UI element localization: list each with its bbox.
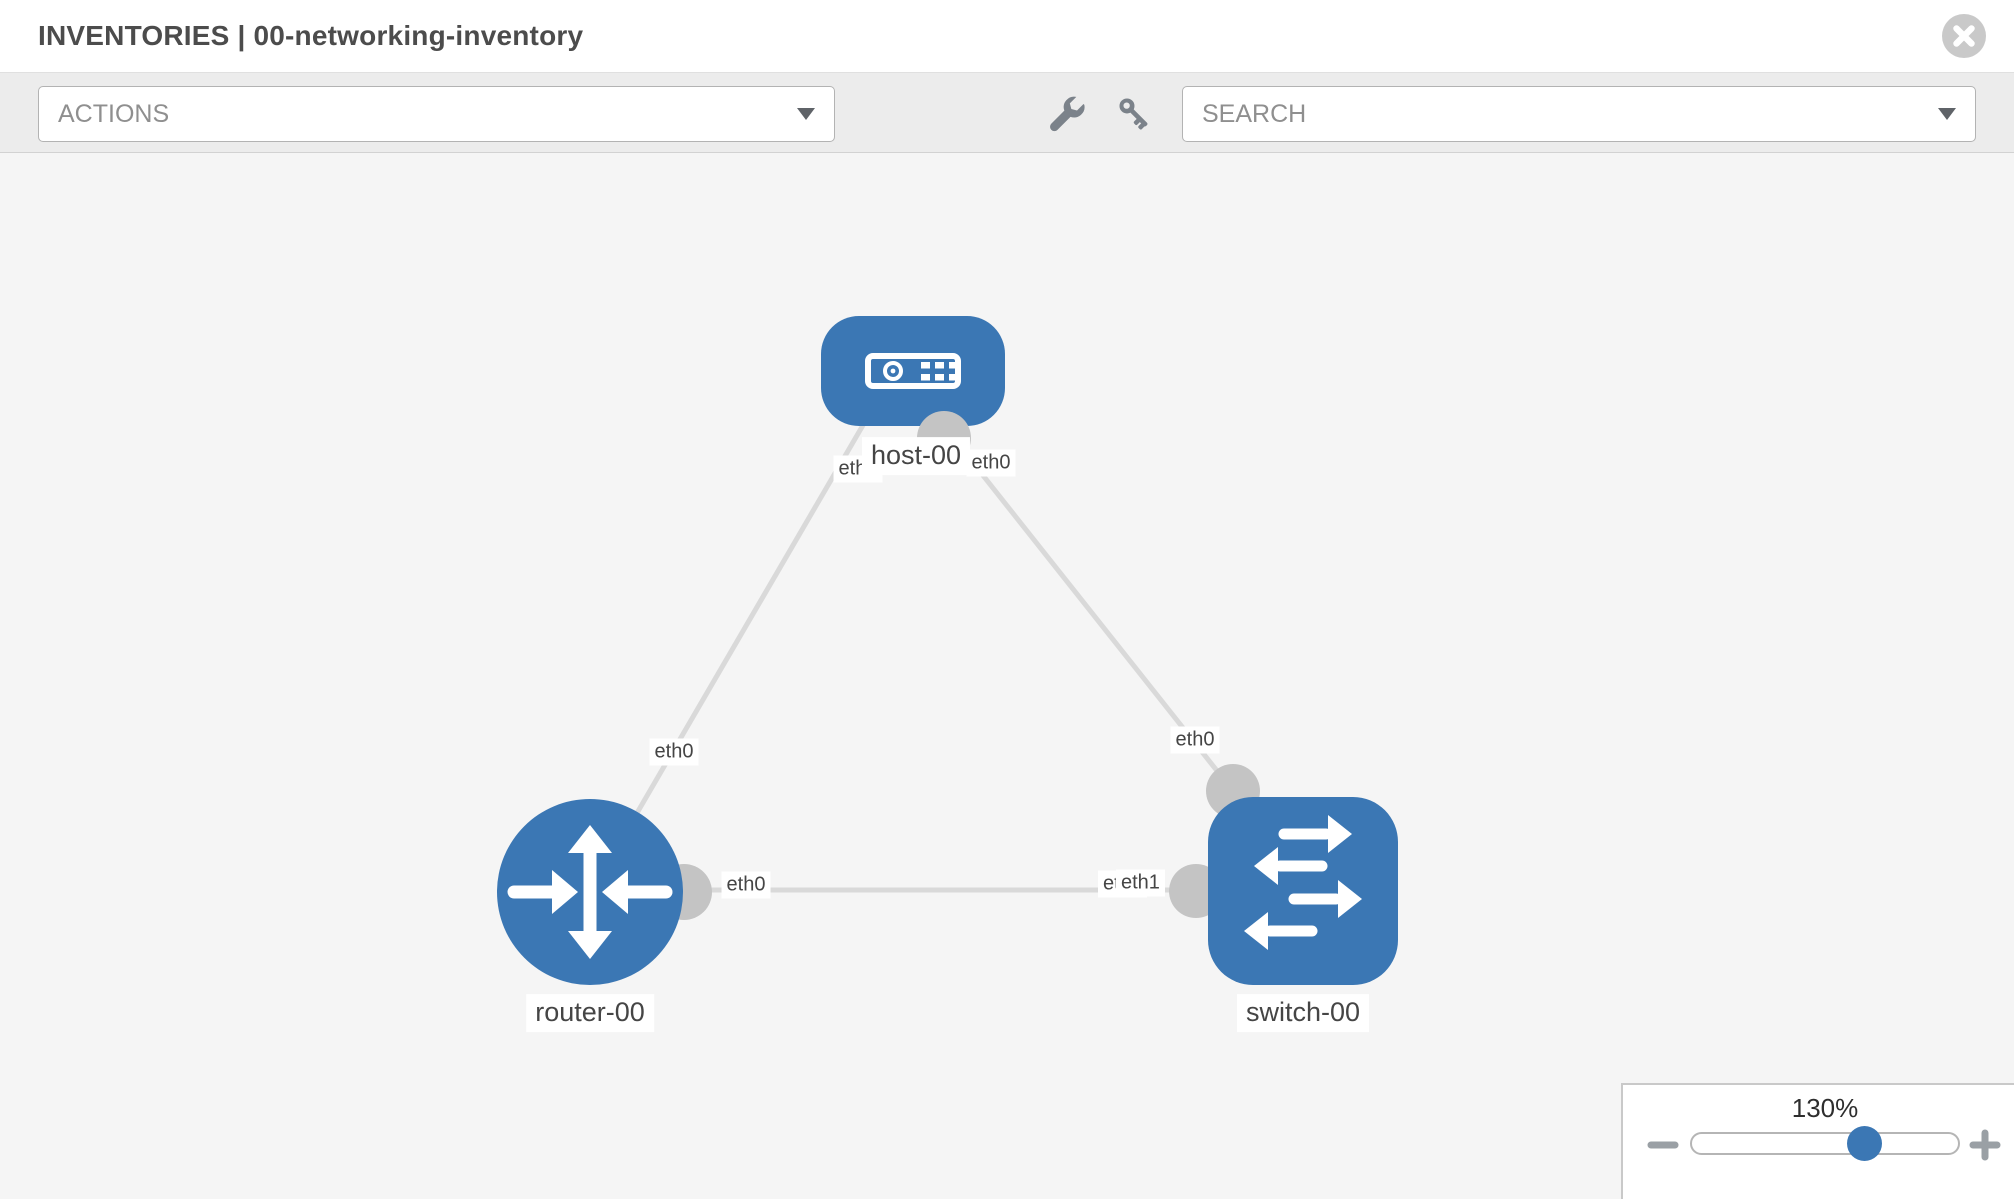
zoom-slider-thumb[interactable] — [1847, 1126, 1882, 1161]
zoom-in-button[interactable] — [1967, 1127, 2003, 1163]
minus-icon — [1647, 1141, 1679, 1149]
page-title: INVENTORIES | 00-networking-inventory — [38, 20, 584, 51]
toolbar: ACTIONS SEARCH — [0, 72, 2014, 153]
key-icon — [1119, 98, 1148, 130]
close-button[interactable] — [1941, 13, 1987, 59]
node-label-host: host-00 — [861, 437, 971, 475]
chevron-down-icon — [1938, 108, 1956, 120]
node-switch[interactable] — [1208, 797, 1398, 985]
interface-label: eth0 — [1170, 726, 1220, 754]
close-icon — [1942, 14, 1986, 58]
actions-dropdown-label: ACTIONS — [58, 99, 170, 128]
topology-graph — [497, 316, 1398, 985]
search-dropdown-label: SEARCH — [1202, 99, 1307, 128]
host-icon — [865, 353, 961, 389]
node-label-switch: switch-00 — [1236, 994, 1370, 1032]
topology-canvas[interactable]: eth0 host-00 eth0 eth0 eth0 eth0 eth0 et… — [0, 153, 2014, 1199]
configure-tools-button[interactable] — [1043, 94, 1089, 136]
interface-label: eth0 — [721, 871, 771, 899]
node-router[interactable] — [497, 799, 683, 985]
chevron-down-icon — [797, 108, 815, 120]
zoom-level-label: 130% — [1791, 1093, 1859, 1123]
header: INVENTORIES | 00-networking-inventory — [0, 0, 2014, 72]
wrench-icon — [1050, 96, 1085, 132]
interface-label: eth1 — [1116, 869, 1165, 897]
zoom-panel: 130% — [1621, 1083, 2014, 1199]
interface-label: eth0 — [649, 738, 699, 766]
credentials-button[interactable] — [1112, 94, 1158, 136]
plus-icon — [1969, 1129, 2001, 1161]
interface-label: eth0 — [966, 449, 1016, 477]
router-icon — [507, 825, 673, 959]
links — [627, 418, 1235, 893]
switch-icon — [1244, 815, 1362, 950]
node-host[interactable] — [821, 316, 1005, 426]
node-label-router: router-00 — [526, 994, 654, 1032]
zoom-out-button[interactable] — [1645, 1127, 1681, 1163]
search-dropdown[interactable]: SEARCH — [1182, 86, 1976, 142]
zoom-slider[interactable] — [1690, 1126, 1960, 1161]
actions-dropdown[interactable]: ACTIONS — [38, 86, 835, 142]
